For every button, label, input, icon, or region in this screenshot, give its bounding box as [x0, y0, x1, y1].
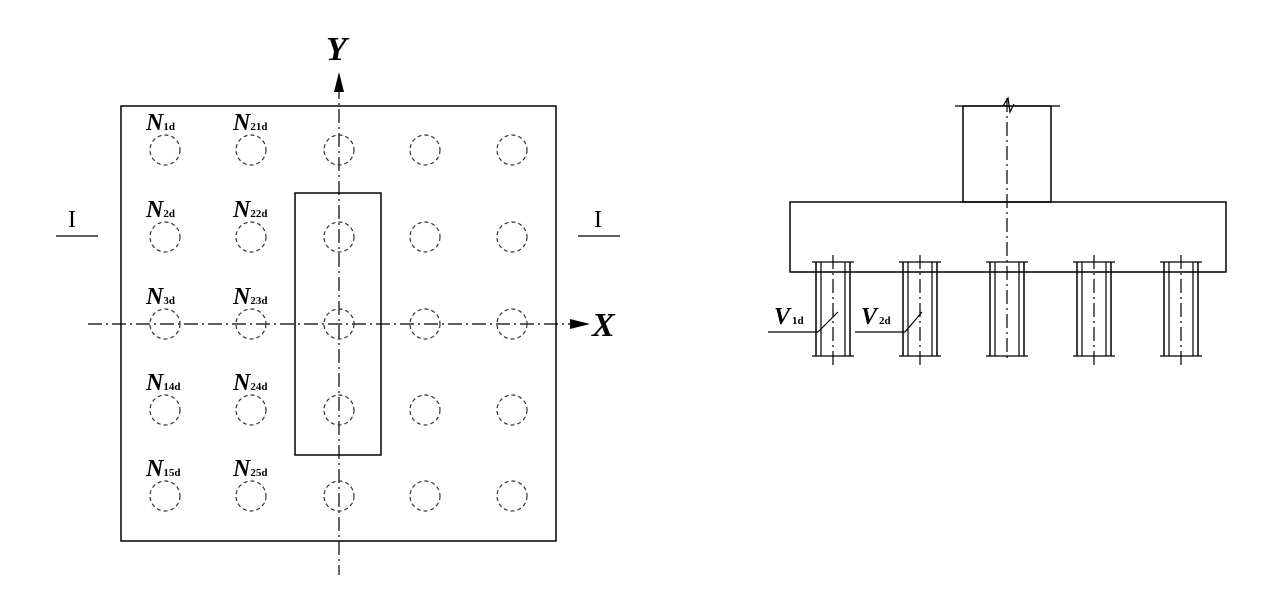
y-axis-label: Y [326, 31, 350, 68]
pile-r4-c2 [235, 394, 267, 426]
elev-pile-1 [812, 255, 854, 366]
section-mark-left: I [68, 207, 76, 233]
pile-r5-c2 [235, 480, 267, 512]
pile-label: N14d [145, 370, 180, 396]
pile-r2-c4 [409, 221, 441, 253]
pile-r1-c3 [323, 134, 355, 166]
pile-r5-c4 [409, 480, 441, 512]
elev-pile-3 [986, 261, 1028, 357]
pile-label: N1d [145, 110, 175, 136]
elev-pile-4 [1073, 255, 1115, 366]
pile-r4-c4 [409, 394, 441, 426]
pile-cap-elevation [789, 201, 1227, 273]
y-axis-arrow [334, 72, 344, 92]
section-mark-right: I [594, 207, 602, 233]
pile-r3-c4 [409, 308, 441, 340]
elev-pile-2 [899, 255, 941, 366]
pile-label: N23d [232, 284, 267, 310]
pile-label: N25d [232, 456, 267, 482]
x-axis-label: X [591, 307, 616, 344]
pile-r3-c1 [149, 308, 181, 340]
pile-r3-c2 [235, 308, 267, 340]
pile-r2-c5 [496, 221, 528, 253]
pile-r4-c3 [323, 394, 355, 426]
column-break-mark [1002, 96, 1015, 114]
pile-r3-c3 [323, 308, 355, 340]
pile-r2-c1 [149, 221, 181, 253]
pile-label: N24d [232, 370, 267, 396]
pile-r5-c1 [149, 480, 181, 512]
pile-r4-c5 [496, 394, 528, 426]
pile-r2-c3 [323, 221, 355, 253]
pile-r5-c5 [496, 480, 528, 512]
pile-label: N22d [232, 197, 267, 223]
pile-r5-c3 [323, 480, 355, 512]
pile-label: N2d [145, 197, 175, 223]
pile-r1-c2 [235, 134, 267, 166]
x-axis-arrow [570, 319, 590, 329]
shear-leader-2-tick [904, 311, 923, 333]
pile-r2-c2 [235, 221, 267, 253]
pile-r4-c1 [149, 394, 181, 426]
pile-r1-c4 [409, 134, 441, 166]
pile-label: N21d [232, 110, 267, 136]
pile-label: N3d [145, 284, 175, 310]
elev-pile-5 [1160, 255, 1202, 366]
shear-leader-1-tick [817, 311, 839, 333]
pile-r1-c1 [149, 134, 181, 166]
pile-label: N15d [145, 456, 180, 482]
plan-view: Y X I I N1d [56, 31, 620, 575]
pile-r1-c5 [496, 134, 528, 166]
pile-r3-c5 [496, 308, 528, 340]
